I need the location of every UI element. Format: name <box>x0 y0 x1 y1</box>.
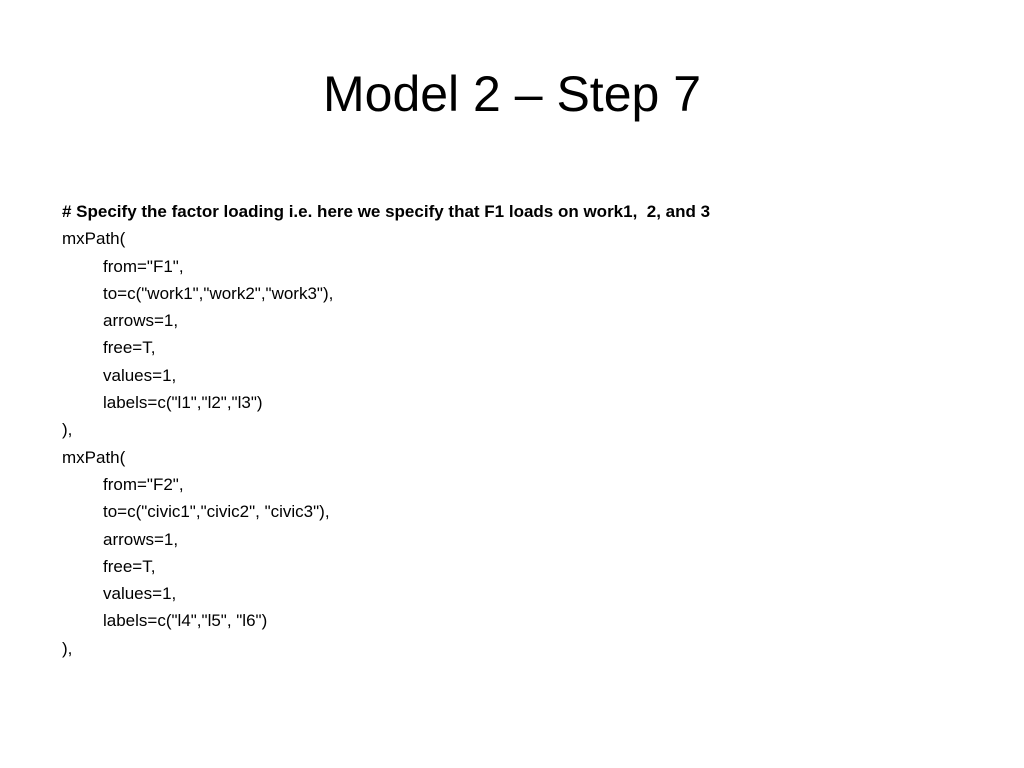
code-line: from="F2", <box>103 474 184 494</box>
code-line: labels=c("l1","l2","l3") <box>103 393 263 413</box>
comment-line: # Specify the factor loading i.e. here w… <box>62 202 711 221</box>
code-line: from="F1", <box>103 256 184 276</box>
code-line: to=c("work1","work2","work3"), <box>103 283 334 303</box>
code-line: values=1, <box>103 584 177 604</box>
code-line: labels=c("l4","l5", "l6") <box>103 611 268 631</box>
code-line: values=1, <box>103 365 177 385</box>
code-line: ), <box>62 638 73 658</box>
code-line: to=c("civic1","civic2", "civic3"), <box>103 502 330 522</box>
code-line: free=T, <box>103 556 156 576</box>
code-line: free=T, <box>103 338 156 358</box>
code-line: arrows=1, <box>103 529 179 549</box>
slide-title: Model 2 – Step 7 <box>322 66 702 122</box>
code-line: ), <box>62 420 73 440</box>
slide-body: # Specify the factor loading i.e. here w… <box>62 198 962 662</box>
code-line: mxPath( <box>62 447 126 467</box>
code-line: mxPath( <box>62 229 126 249</box>
code-line: arrows=1, <box>103 311 179 331</box>
